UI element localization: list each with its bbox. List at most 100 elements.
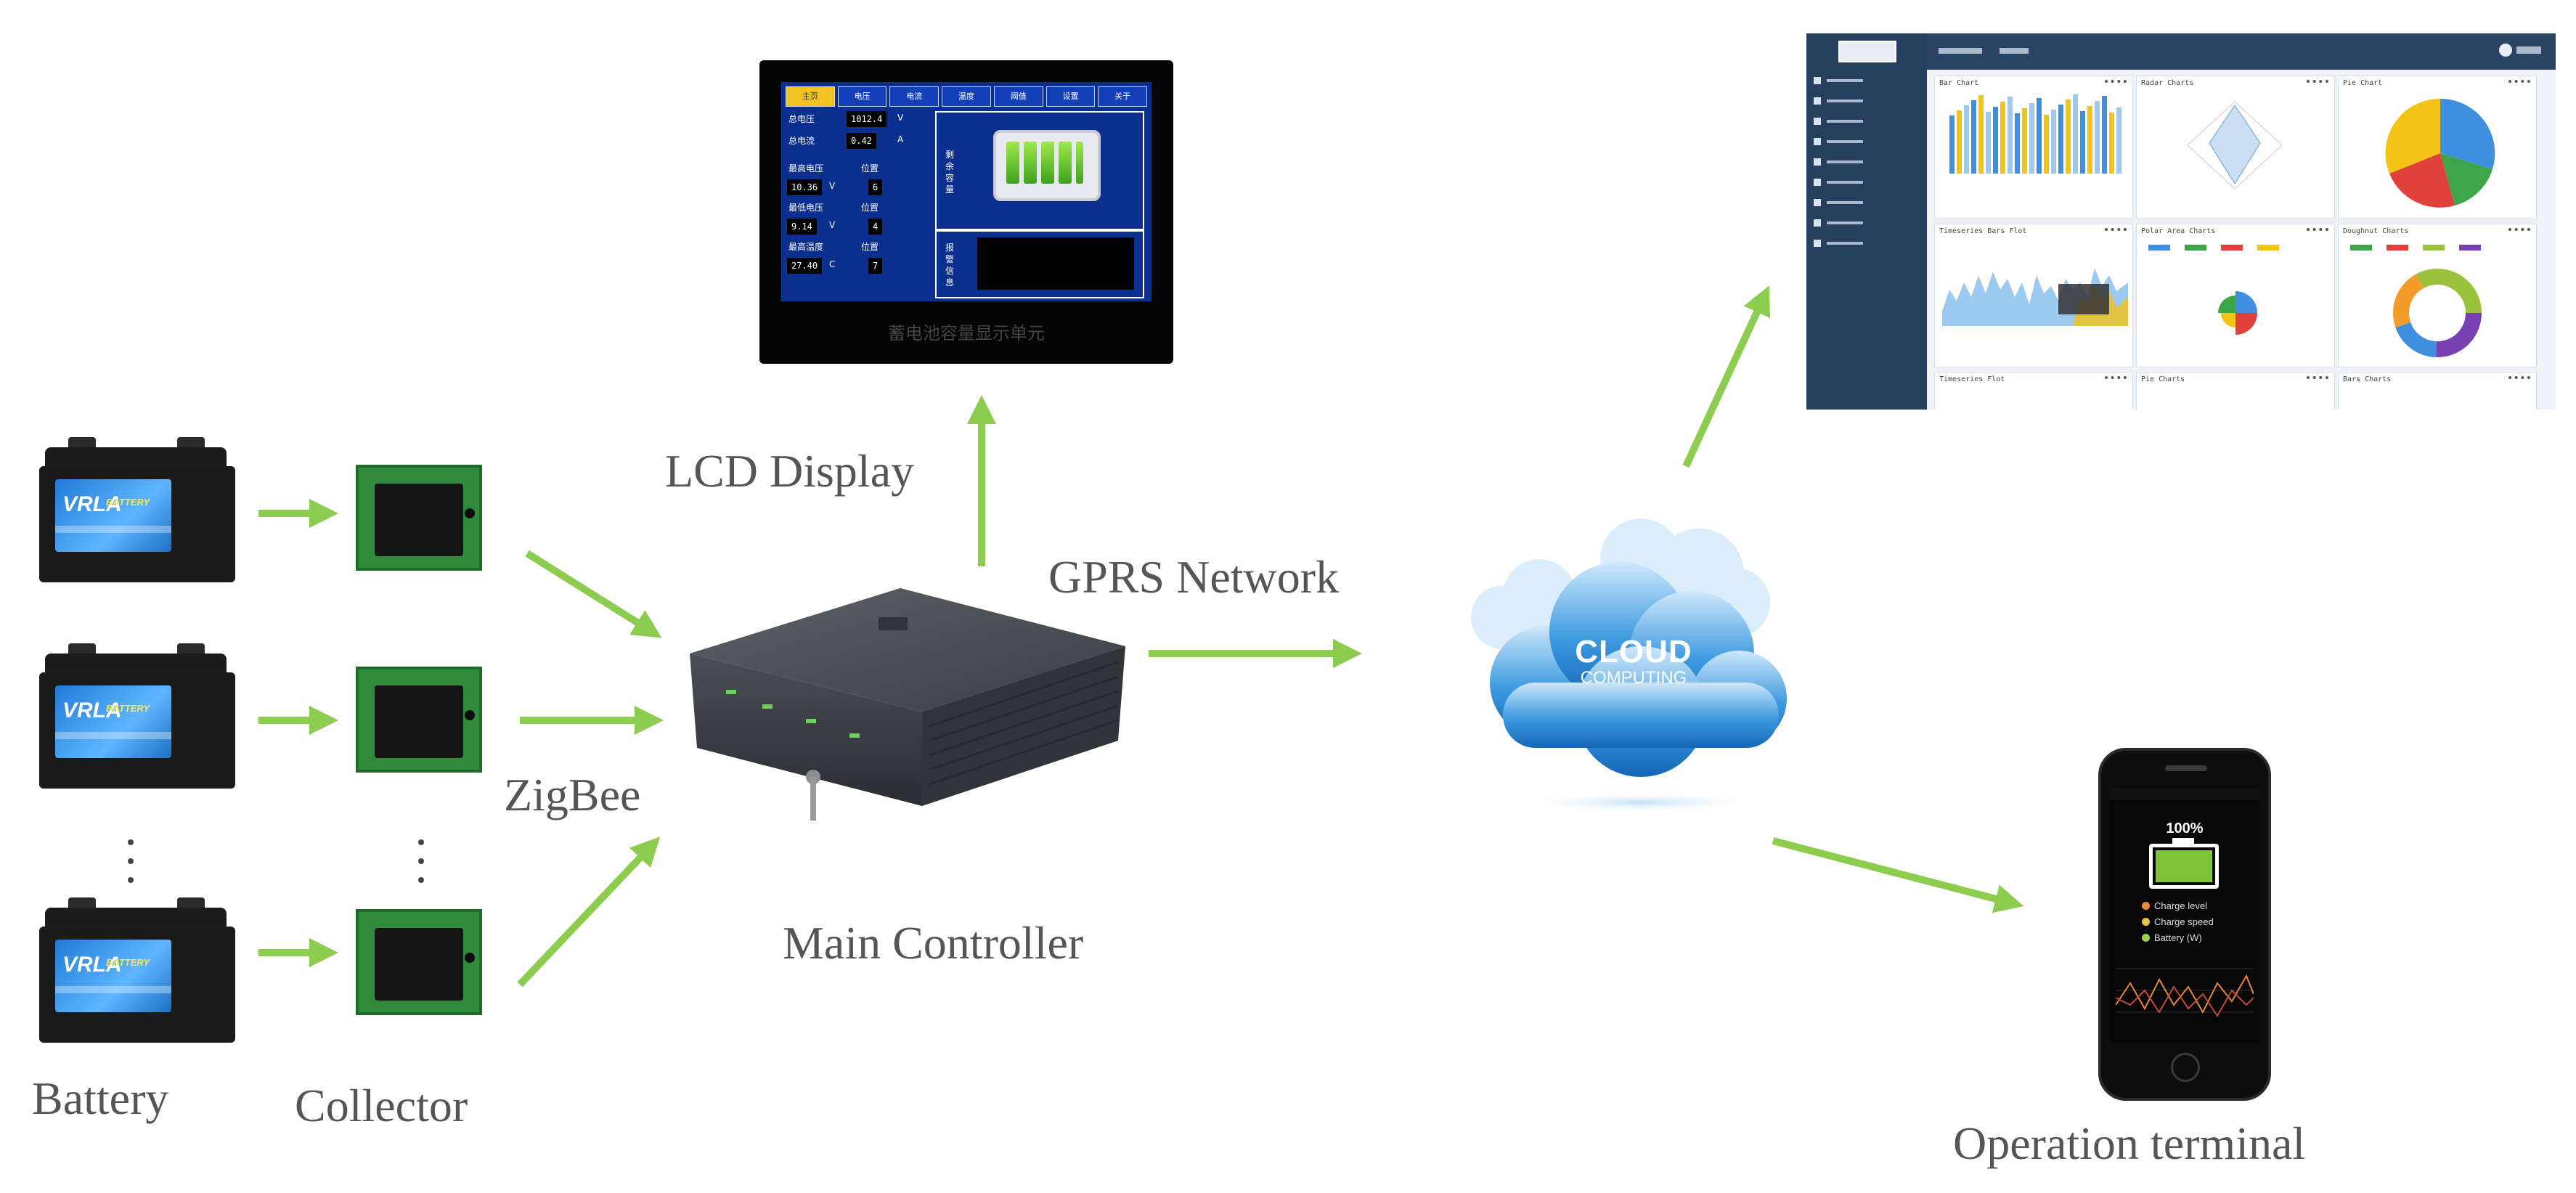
label-lcd-display: LCD Display xyxy=(665,445,915,497)
label-main-controller: Main Controller xyxy=(783,917,1084,969)
thumbnail-bar xyxy=(2029,103,2034,174)
thumbnail-bar xyxy=(1986,112,1991,174)
label-operation-terminal: Operation terminal xyxy=(1953,1117,2306,1169)
lcd-row-label: 最低电压 xyxy=(788,203,824,213)
card-title: Bar Chart xyxy=(1939,79,1979,87)
phone-legend-label: Battery (W) xyxy=(2154,932,2202,943)
dashboard-card: Bars Charts xyxy=(2338,372,2537,410)
card-title: Timeseries Bars Flot xyxy=(1939,227,2027,235)
lcd-row-unit: V xyxy=(829,181,836,191)
ellipsis-collectors xyxy=(418,839,424,883)
collector-2 xyxy=(356,667,482,773)
web-dashboard-screenshot: Bar Chart Radar Charts Pie Chart Timeser… xyxy=(1806,33,2556,410)
card-title: Polar Area Charts xyxy=(2141,227,2216,235)
lcd-field-value: 1012.4 xyxy=(847,111,887,127)
thumbnail-bar xyxy=(1978,95,1984,174)
lcd-field-label: 总电压 xyxy=(788,114,815,124)
sidebar-item xyxy=(1814,94,1915,107)
sidebar-item xyxy=(1814,155,1915,168)
sidebar-item xyxy=(1814,237,1915,250)
label-zigbee: ZigBee xyxy=(504,769,641,821)
phone-battery-percent: 100% xyxy=(2166,821,2204,836)
main-controller-device xyxy=(690,588,1125,821)
phone-legend-label: Charge speed xyxy=(2154,916,2214,927)
lcd-row-value: 10.36 xyxy=(787,179,823,195)
dashboard-topbar xyxy=(1927,33,2556,70)
sidebar-item xyxy=(1814,176,1915,189)
thumbnail-bar xyxy=(2022,108,2027,174)
thumbnail-bar xyxy=(2080,111,2085,174)
sidebar-item xyxy=(1814,216,1915,229)
thumbnail-bar xyxy=(2116,107,2121,174)
battery-level-icon xyxy=(993,130,1101,201)
dashboard-card: Pie Chart xyxy=(2338,76,2537,219)
phone-screen: 100% Charge level Charge speed Battery (… xyxy=(2110,789,2259,1043)
lcd-field-unit: A xyxy=(897,134,904,144)
dashboard-card: Timeseries Flot xyxy=(1934,372,2133,410)
dashboard-card: Bar Chart xyxy=(1934,76,2133,219)
lcd-capacity-panel: 剩余容量 xyxy=(935,111,1144,230)
ellipsis-batteries xyxy=(128,839,134,883)
thumbnail-bar xyxy=(2073,94,2078,174)
thumbnail-bar xyxy=(2008,97,2013,174)
battery-brand: VRLA xyxy=(62,953,122,977)
lcd-alarm-panel: 报警信息 xyxy=(935,230,1144,298)
card-title: Doughnut Charts xyxy=(2343,227,2409,235)
thumbnail-bar xyxy=(1949,115,1955,174)
arrow-collector3-to-controller xyxy=(517,836,661,988)
label-collector: Collector xyxy=(295,1080,468,1131)
lcd-tab-bar: 主页 电压 电流 温度 阈值 设置 关于 xyxy=(786,86,1148,107)
thumbnail-bar xyxy=(1993,107,1998,174)
thumbnail-bar xyxy=(2015,113,2020,174)
phone-legend-item: Battery (W) xyxy=(2142,932,2202,947)
timeseries-chart-thumbnail xyxy=(1942,268,2128,326)
sidebar-item xyxy=(1814,135,1915,148)
thumbnail-bar xyxy=(2000,102,2005,174)
lcd-row-label: 最高电压 xyxy=(788,163,824,174)
lcd-tab: 温度 xyxy=(942,86,991,107)
lcd-tab: 电压 xyxy=(837,86,887,107)
battery-brand-sub: BATTERY xyxy=(106,497,150,508)
thumbnail-bar xyxy=(2044,115,2049,174)
lcd-side-label: 报警信息 xyxy=(945,243,955,288)
dashboard-card: Pie Charts xyxy=(2136,372,2335,410)
cloud-subtitle: COMPUTING xyxy=(1580,668,1687,688)
lcd-tab: 阈值 xyxy=(993,86,1043,107)
card-title: Pie Chart xyxy=(2343,79,2383,87)
phone-line-chart xyxy=(2116,968,2254,1017)
lcd-tab: 主页 xyxy=(786,86,835,107)
lcd-row-value: 9.14 xyxy=(787,219,817,235)
lcd-caption: 蓄电池容量显示单元 xyxy=(888,323,1045,343)
battery-brand-sub: BATTERY xyxy=(106,957,150,968)
sidebar-item xyxy=(1814,74,1915,87)
lcd-row-value: 27.40 xyxy=(787,258,823,274)
lcd-field-value: 0.42 xyxy=(847,133,876,149)
label-gprs-network: GPRS Network xyxy=(1048,551,1340,603)
lcd-field-unit: V xyxy=(897,113,904,123)
sidebar-item xyxy=(1814,115,1915,128)
thumbnail-bar xyxy=(2051,110,2056,174)
thumbnail-bar xyxy=(2087,106,2092,174)
phone-legend-label: Charge level xyxy=(2154,900,2207,911)
lcd-screen: 主页 电压 电流 温度 阈值 设置 关于 总电压 1012.4 V 总电流 0.… xyxy=(781,82,1152,301)
lcd-display-panel: 主页 电压 电流 温度 阈值 设置 关于 总电压 1012.4 V 总电流 0.… xyxy=(759,60,1173,364)
cloud-computing-icon xyxy=(1471,518,1787,813)
lcd-row-index: 7 xyxy=(868,258,883,274)
lcd-row-pos: 位置 xyxy=(861,163,879,174)
lcd-row-unit: V xyxy=(829,220,836,230)
dashboard-card: Polar Area Charts xyxy=(2136,224,2335,367)
thumbnail-bar xyxy=(2058,105,2063,174)
thumbnail-bar xyxy=(2102,96,2107,174)
thumbnail-bar xyxy=(2095,101,2100,174)
sidebar-item xyxy=(1814,196,1915,209)
battery-brand-sub: BATTERY xyxy=(106,703,150,714)
lcd-tab: 电流 xyxy=(889,86,939,107)
collector-1 xyxy=(356,465,482,571)
thumbnail-bar xyxy=(2109,113,2114,174)
label-battery: Battery xyxy=(32,1072,169,1124)
lcd-row-label: 最高温度 xyxy=(788,242,824,252)
lcd-row-pos: 位置 xyxy=(861,203,879,213)
